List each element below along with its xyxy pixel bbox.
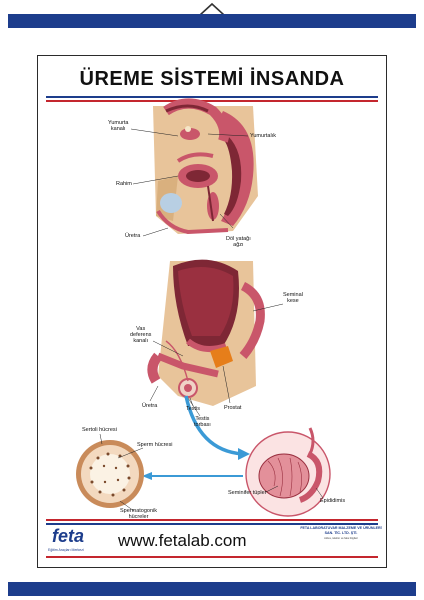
label-testis: Testis [186,406,201,412]
top-rail [8,14,416,28]
footer-rule-blue [46,523,378,525]
label-female-urethra: Üretra [125,233,141,239]
poster-sheet: ÜREME SİSTEMİ İNSANDA [37,55,387,568]
label-sertoli: Sertoli hücresi [82,427,117,433]
label-prostate: Prostat [224,405,242,411]
label-epididymis: Epididimis [320,498,346,504]
poster-title: ÜREME SİSTEMİ İNSANDA [79,68,345,90]
hanger-hook [199,2,225,16]
feta-logo-tagline: Eğitim Araçları Merkezi [48,548,84,552]
label-birth-canal: Döl yatağı ağzı [226,236,251,248]
label-spermatogonia: Spermatogonik hücreler [120,508,157,520]
female-section [153,98,258,235]
company-name: FETA LABORATUVAR MALZEME VE ÜRÜNLERİ SAN… [300,526,382,535]
male-section [147,259,265,406]
website-url: www.fetalab.com [118,531,247,550]
label-fallopian: Yumurta kanalı [108,120,129,132]
bottom-rule-red [46,556,378,558]
label-uterus: Rahim [116,181,132,187]
label-scrotum: Testis torbası [194,416,211,428]
feta-logo: feta [52,526,85,546]
bottom-rail [8,582,416,596]
label-ovary: Yumurtalık [250,133,276,139]
label-male-urethra: Üretra [142,403,158,409]
anatomy-illustration [76,98,331,517]
label-vas-deferens: Vas deferens kanalı [130,326,152,344]
company-details: Adres, telefon ve faks bilgileri [324,537,358,540]
testis-magnified [245,427,331,517]
label-seminiferous: Seminifer tüpler [228,490,267,496]
title-rule-blue [46,96,378,98]
footer-rule-red [46,519,378,521]
title-rule-red [46,100,378,102]
label-seminal-vesicle: Seminal kese [283,292,303,304]
tubule-cross-section [76,440,144,508]
label-sperm: Sperm hücresi [137,442,173,448]
